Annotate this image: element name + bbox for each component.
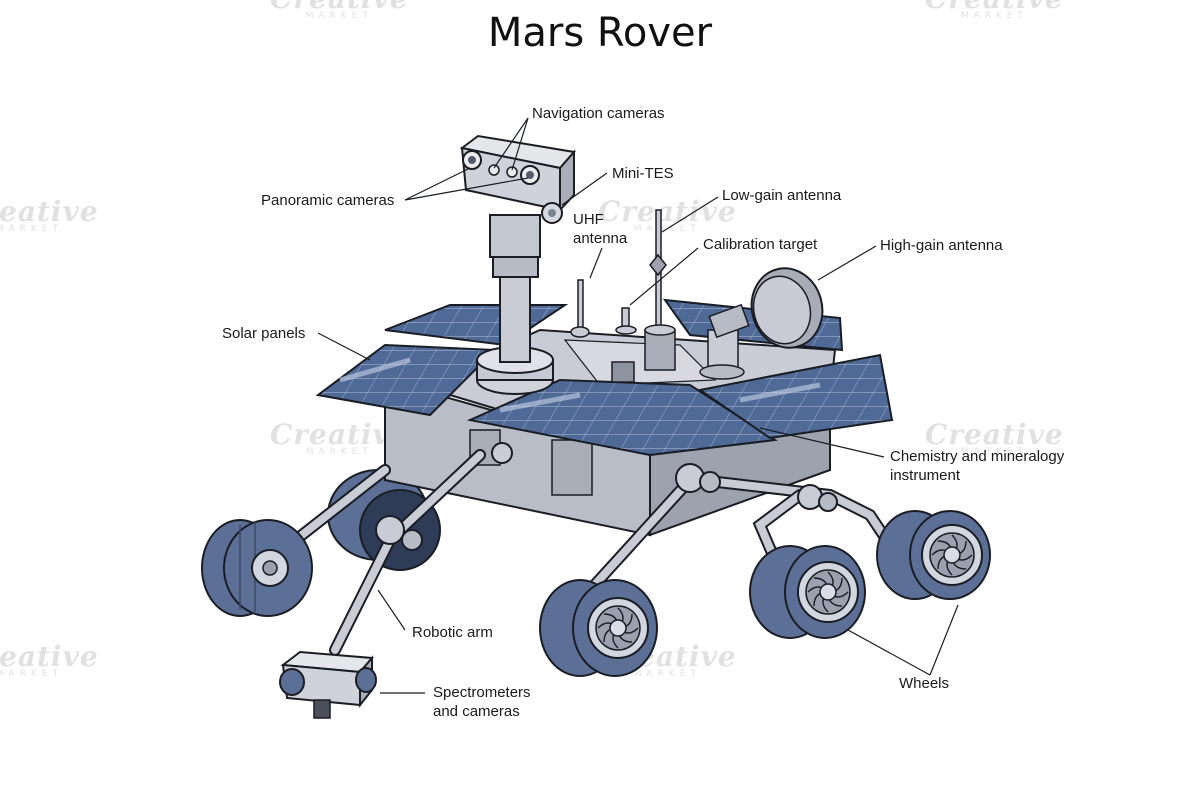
antennas bbox=[570, 209, 824, 383]
robotic-arm bbox=[279, 515, 423, 719]
label-robotic-arm: Robotic arm bbox=[412, 624, 493, 641]
label-wheels: Wheels bbox=[899, 675, 950, 692]
label-mini-tes: Mini-TES bbox=[612, 165, 674, 182]
label-panoramic-cameras: Panoramic cameras bbox=[261, 192, 395, 209]
label-low-gain-antenna: Low-gain antenna bbox=[722, 187, 842, 204]
page-title: Mars Rover bbox=[487, 10, 713, 56]
front-left-wheel bbox=[201, 519, 313, 617]
suspension bbox=[264, 442, 896, 596]
label-calibration-target: Calibration target bbox=[703, 236, 818, 253]
leader-lines bbox=[317, 117, 959, 694]
label-solar-panels: Solar panels bbox=[222, 325, 306, 342]
label-uhf-antenna: UHF antenna bbox=[573, 211, 628, 247]
right-wheel-near bbox=[749, 545, 866, 639]
label-navigation-cameras: Navigation cameras bbox=[532, 105, 665, 122]
right-wheel-far bbox=[876, 510, 991, 600]
center-wheel bbox=[539, 579, 658, 677]
label-spectrometers: Spectrometers and cameras bbox=[433, 684, 531, 720]
label-chemistry-instrument: Chemistry and mineralogy instrument bbox=[890, 448, 1065, 484]
label-high-gain-antenna: High-gain antenna bbox=[880, 237, 1003, 254]
